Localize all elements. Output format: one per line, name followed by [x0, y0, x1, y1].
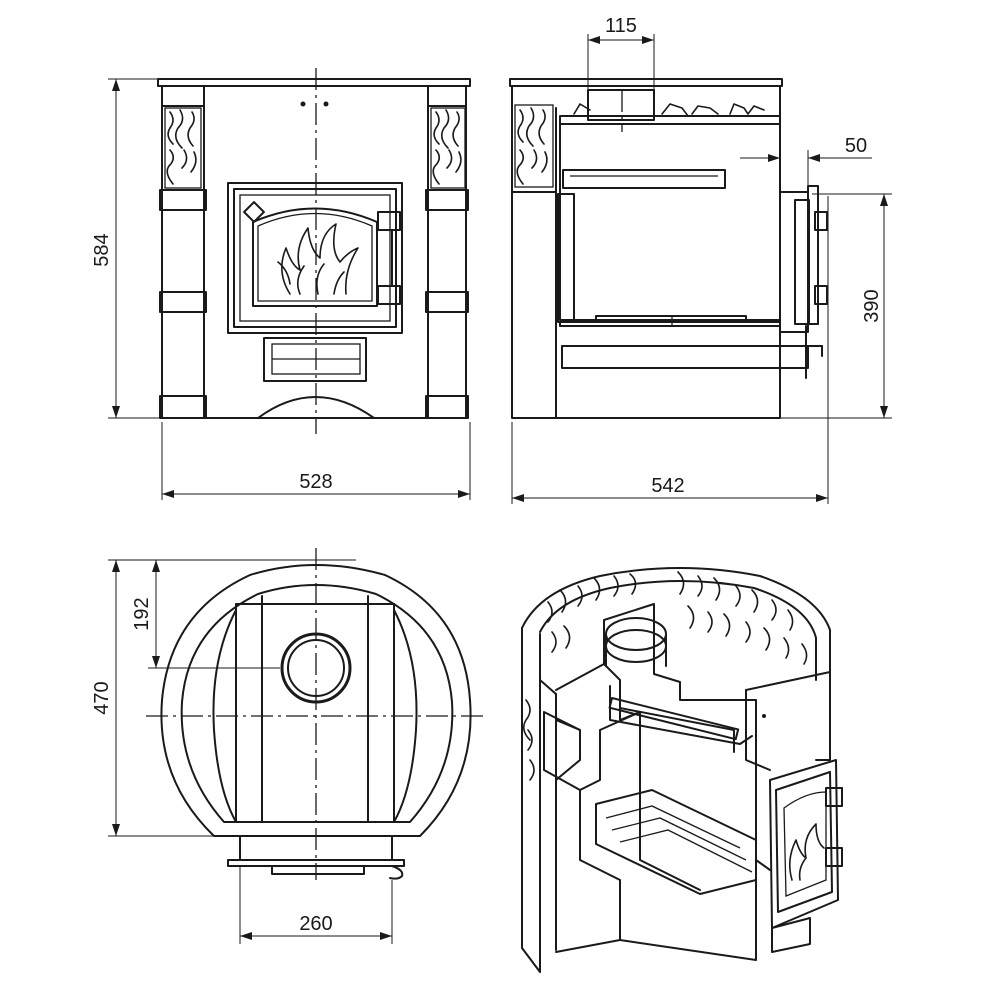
dim-chimney-diameter: 115: [605, 15, 637, 37]
side-view: [509, 78, 828, 419]
dim-door-width: 260: [299, 913, 332, 935]
cutaway-door: [769, 759, 843, 953]
flame-panel-left: [164, 107, 202, 189]
cutaway-view: [521, 567, 843, 973]
ash-drawer: [263, 337, 367, 382]
front-door: [227, 182, 403, 334]
centerlines: [146, 68, 623, 880]
dim-front-height: 584: [91, 233, 113, 266]
side-flame-panel: [514, 104, 554, 188]
dim-front-width: 528: [299, 471, 332, 493]
dimensions: 584 528 542 115 50 390 470 192: [91, 15, 892, 944]
flame-panel-right: [430, 107, 466, 189]
dim-side-depth: 542: [651, 475, 684, 497]
dim-top-depth: 470: [91, 681, 113, 714]
dim-door-offset: 50: [845, 135, 867, 157]
dim-chimney-offset: 192: [131, 597, 153, 630]
top-view: [160, 564, 472, 880]
dim-door-height: 390: [861, 289, 883, 322]
front-view: [157, 78, 471, 419]
